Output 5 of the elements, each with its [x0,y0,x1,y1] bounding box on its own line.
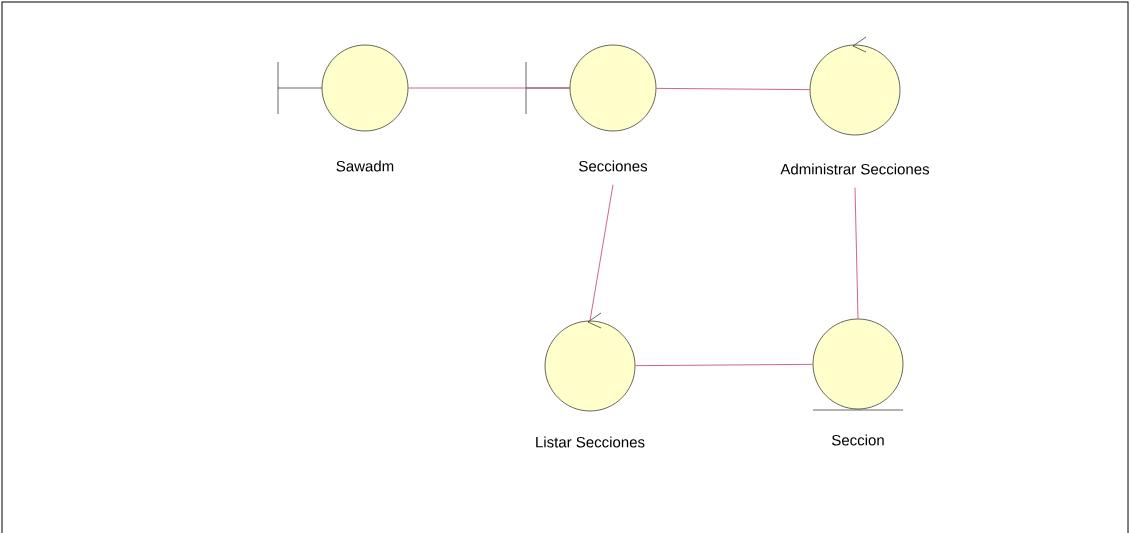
connector-line [655,87,811,91]
connector-line [407,87,571,89]
connector-line [634,363,814,367]
connector-line [589,184,614,322]
connector-line [854,187,859,320]
